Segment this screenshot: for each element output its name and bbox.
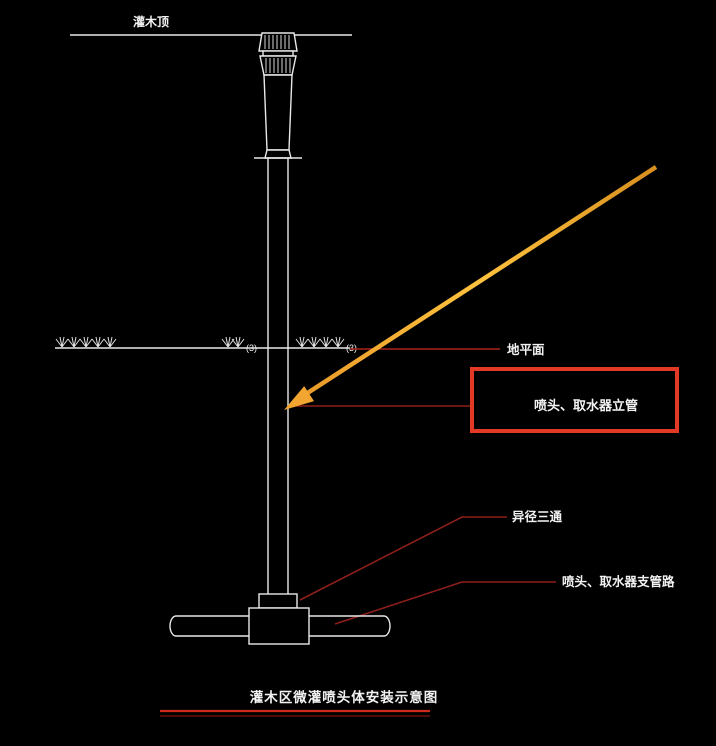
tee-fitting [248,593,310,645]
branch-pipe [169,615,391,637]
leader-line-tee [299,516,507,601]
branch-pipe-label: 喷头、取水器支管路 [562,574,675,589]
caption: 灌木区微灌喷头体安装示意图 [250,689,439,705]
ground-level-label: 地平面 [507,342,545,357]
leader-line-branch [334,581,556,625]
riser-label: 喷头、取水器立管 [534,398,638,413]
grass-note-left: (3) [246,343,257,353]
pointer-arrow [284,165,658,410]
reducing-tee-label: 异径三通 [512,509,563,524]
riser-pipe [267,158,289,596]
sprinkler-head [254,32,302,159]
grass-note-right: (3) [346,343,357,353]
ground-line: (3) (3) [55,336,357,353]
highlight-box [470,367,679,433]
shrub-top-label: 灌木顶 [132,14,169,29]
